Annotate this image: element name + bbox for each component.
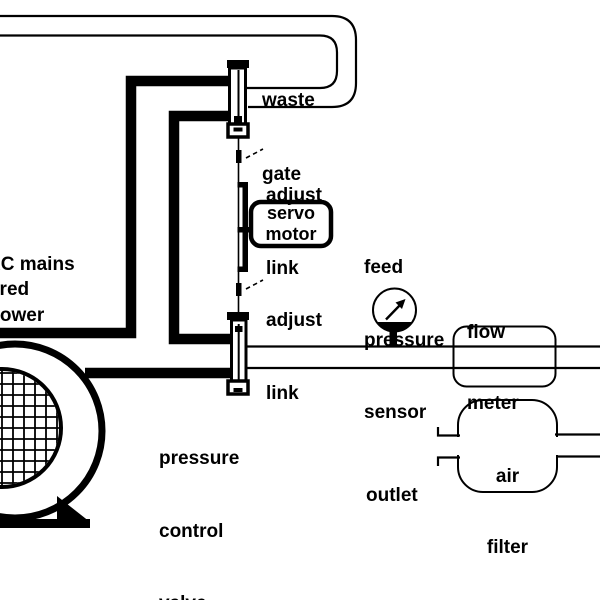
lever-top-stub (237, 182, 244, 188)
gauge-needle-arrowhead (395, 299, 406, 309)
servo-motor-label-line2: motor (265, 224, 317, 244)
waste-gate-valve-symbol (226, 60, 250, 139)
servo-motor-box (248, 199, 334, 249)
air-filter-left-port-gap (452, 437, 464, 455)
adjust-link-bottom-symbol (236, 283, 242, 296)
pressure-control-valve-label-line1: pressure (159, 448, 240, 469)
pcv-flange-bar (233, 388, 243, 392)
feed-pressure-sensor-label-line2: pressure (364, 329, 445, 351)
wastegate-to-valve-pipe (168, 110, 232, 345)
feed-pressure-gauge-icon (372, 287, 417, 347)
top-pipe-loop (0, 14, 358, 109)
blower-base (0, 519, 90, 528)
adjust-link-bottom-label: adjust link (266, 261, 322, 454)
linkage (236, 138, 264, 313)
adjust-link-top-symbol (236, 150, 242, 163)
adjust-link-bottom-leader-line (245, 279, 264, 290)
air-filter-label: air filter (458, 417, 557, 600)
air-filter-right-port-gap (551, 437, 563, 455)
blower-to-wastegate-pipe (0, 75, 232, 339)
pcv-bottom-flange (226, 379, 250, 396)
feed-pressure-sensor-label: feed pressure sensor (364, 208, 444, 474)
flow-meter-label-line2: meter (467, 393, 519, 414)
flow-meter-label-line1: flow (467, 322, 505, 343)
adjust-link-top-label: adjust link (266, 136, 322, 329)
pressure-control-valve-label-line3: valve (159, 592, 239, 600)
pressure-control-valve-label-line2: control (159, 520, 224, 542)
top-pipe-inner-line (0, 34, 339, 90)
pressure-control-valve-symbol (226, 312, 250, 396)
top-pipe-outer-line (0, 14, 358, 109)
outlet-label-text: outlet (366, 485, 418, 506)
air-filter-symbol (436, 399, 600, 493)
adjust-link-top-label-line2: link (266, 257, 299, 279)
adjust-link-top-leader-line (245, 148, 264, 159)
outlet-port-top-line (436, 427, 460, 437)
flow-meter-symbol (452, 325, 557, 388)
blower-source-label-line2: powered (0, 279, 30, 300)
lever-middle-stub (237, 227, 253, 233)
blower-symbol (0, 340, 106, 528)
blower-source-label-line1: AC mains (0, 254, 75, 275)
main-pipe (247, 345, 600, 370)
adjust-link-bottom-label-line1: adjust (266, 310, 322, 331)
gauge-base-fill (376, 322, 413, 332)
blower-source-label-line3: blower (0, 305, 45, 326)
feed-pressure-sensor-label-line1: feed (364, 257, 404, 278)
pcv-top-flange (227, 312, 249, 320)
lever-bottom-stub (237, 266, 244, 272)
pressure-control-valve-label: pressure control valve (159, 399, 239, 600)
adjust-link-bottom-label-line2: link (266, 382, 299, 404)
outlet-port-bottom-line (436, 456, 460, 466)
waste-gate-piston (234, 116, 242, 123)
waste-gate-flange-bar (233, 127, 243, 132)
servo-motor-label: servo motor (251, 202, 331, 246)
flow-meter-label: flow meter (467, 273, 519, 463)
air-filter-label-line2: filter (486, 537, 529, 558)
waste-gate-label: waste gate (262, 40, 315, 236)
waste-gate-label-line2: gate (262, 164, 302, 185)
waste-gate-label-line1: waste (262, 90, 315, 111)
gauge-needle (385, 303, 402, 321)
pcv-piston (235, 326, 243, 332)
feed-pressure-sensor-label-line3: sensor (364, 402, 427, 423)
servo-motor-label-line1: servo (266, 203, 316, 223)
air-filter-label-line1: air (495, 466, 520, 487)
waste-gate-top-flange (227, 60, 249, 68)
thick-pipes (0, 75, 232, 379)
blower-foot (57, 496, 90, 522)
adjust-link-top-label-line1: adjust (266, 185, 322, 206)
outlet-label: outlet (366, 436, 418, 556)
gauge-stem (389, 329, 397, 347)
